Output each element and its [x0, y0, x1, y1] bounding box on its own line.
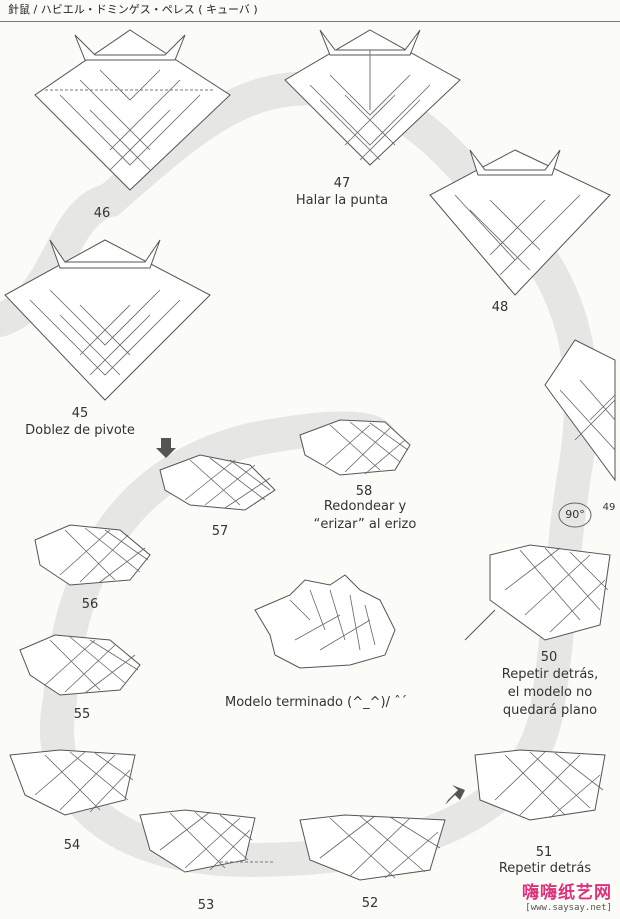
step-number-54: 54 — [63, 838, 81, 853]
watermark: 嗨嗨纸艺网 [www.saysay.net] — [522, 878, 612, 913]
step-number-56: 56 — [81, 597, 99, 612]
fold-diagram-55 — [19, 634, 141, 696]
step-number-45: 45 — [71, 406, 89, 421]
final-model-label: Modelo terminado (^_^)/ ˆ´ — [225, 695, 408, 710]
step-number-52: 52 — [361, 896, 379, 911]
step-caption-45: Doblez de pivote — [25, 423, 135, 438]
step-caption-50b: el modelo no — [507, 685, 593, 700]
step-number-57: 57 — [211, 524, 229, 539]
step-number-53: 53 — [197, 898, 215, 913]
fold-diagram-49 — [544, 339, 616, 482]
fold-diagram-57 — [156, 438, 276, 511]
watermark-name: 嗨嗨纸艺网 — [522, 883, 612, 903]
step-caption-50c: quedará plano — [502, 703, 598, 718]
fold-diagram-50 — [464, 544, 611, 641]
step-number-49: 49 — [602, 502, 616, 513]
fold-diagram-45 — [4, 239, 211, 401]
step-number-58: 58 — [355, 484, 373, 499]
page-header: 針鼠 / ハビエル・ドミンゲス・ペレス ( キューバ ) — [0, 0, 620, 22]
step-caption-47: Halar la punta — [295, 193, 389, 208]
finished-hedgehog — [254, 574, 396, 669]
rotate-symbol — [558, 502, 592, 528]
step-caption-51: Repetir detrás — [498, 861, 592, 876]
fold-diagram-47 — [284, 29, 461, 166]
fold-diagram-56 — [34, 524, 151, 586]
step-number-47: 47 — [333, 176, 351, 191]
step-number-55: 55 — [73, 707, 91, 722]
fold-diagram-52 — [299, 814, 446, 881]
fold-diagram-46 — [34, 29, 231, 191]
step-number-46: 46 — [93, 206, 111, 221]
fold-diagram-51 — [445, 749, 606, 821]
fold-diagram-58 — [299, 419, 411, 476]
fold-diagram-53 — [139, 809, 275, 873]
watermark-url: [www.saysay.net] — [525, 903, 612, 913]
step-caption-58b: “erizar” al erizo — [313, 517, 417, 532]
step-number-50: 50 — [540, 650, 558, 665]
step-caption-50a: Repetir detrás, — [501, 667, 599, 682]
fold-diagram-54 — [9, 749, 136, 816]
step-caption-58a: Redondear y — [323, 499, 407, 514]
fold-diagram-48 — [429, 149, 611, 296]
step-number-48: 48 — [491, 300, 509, 315]
step-number-51: 51 — [535, 845, 553, 860]
rotate-label: 90° — [565, 508, 585, 521]
